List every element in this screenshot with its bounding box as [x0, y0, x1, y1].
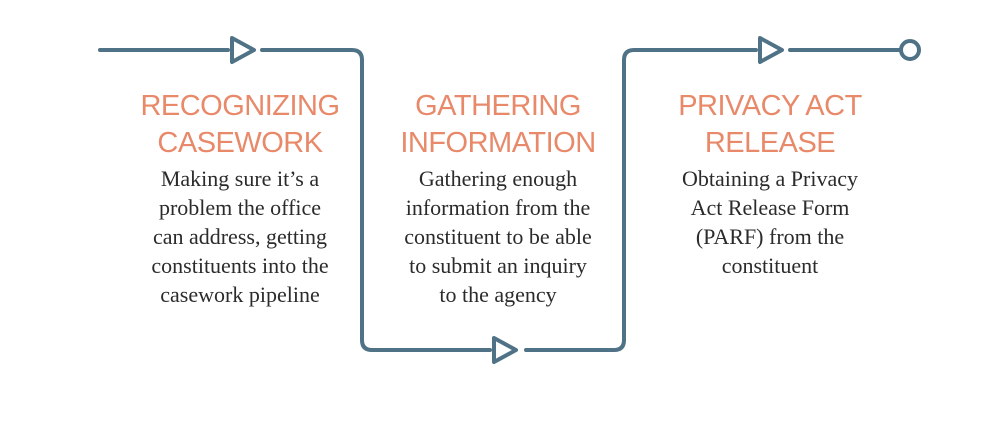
- end-circle-icon: [899, 39, 921, 61]
- step-title-line: INFORMATION: [400, 127, 596, 159]
- step-desc-line: (PARF) from the: [695, 224, 845, 249]
- step-desc-line: constituent to be able: [404, 224, 592, 249]
- step-title-line: RELEASE: [704, 127, 836, 159]
- step-desc-line: Making sure it’s a: [160, 166, 320, 191]
- step-desc-line: constituent: [721, 253, 819, 278]
- step-title-line: GATHERING: [415, 90, 581, 122]
- step-privacy-act-release: PRIVACY ACT RELEASE Obtaining a Privacy …: [640, 88, 900, 280]
- step-title: PRIVACY ACT RELEASE: [640, 88, 900, 162]
- step-desc-line: problem the office: [158, 195, 322, 220]
- step-title-line: PRIVACY ACT: [678, 90, 862, 122]
- step-description: Making sure it’s a problem the office ca…: [110, 164, 370, 309]
- arrow-head-icon: [758, 36, 784, 64]
- step-desc-line: to the agency: [439, 282, 557, 307]
- arrow-head-icon: [230, 36, 256, 64]
- arrow-head-icon: [492, 336, 518, 364]
- step-recognizing-casework: RECOGNIZING CASEWORK Making sure it’s a …: [110, 88, 370, 309]
- step-title: GATHERING INFORMATION: [368, 88, 628, 162]
- step-desc-line: Obtaining a Privacy: [682, 166, 858, 191]
- step-title: RECOGNIZING CASEWORK: [110, 88, 370, 162]
- step-gathering-information: GATHERING INFORMATION Gathering enough i…: [368, 88, 628, 309]
- step-title-line: RECOGNIZING: [140, 90, 340, 122]
- step-title-line: CASEWORK: [157, 127, 323, 159]
- step-desc-line: can address, getting: [152, 224, 328, 249]
- step-desc-line: to submit an inquiry: [409, 253, 587, 278]
- step-desc-line: constituents into the: [151, 253, 329, 278]
- step-desc-line: information from the: [405, 195, 591, 220]
- step-description: Gathering enough information from the co…: [368, 164, 628, 309]
- connector-down-line: [260, 48, 492, 352]
- step-desc-line: Gathering enough: [418, 166, 578, 191]
- step-desc-line: Act Release Form: [690, 195, 850, 220]
- step-description: Obtaining a Privacy Act Release Form (PA…: [640, 164, 900, 280]
- step-desc-line: casework pipeline: [160, 282, 320, 307]
- connector-up-line: [524, 48, 758, 352]
